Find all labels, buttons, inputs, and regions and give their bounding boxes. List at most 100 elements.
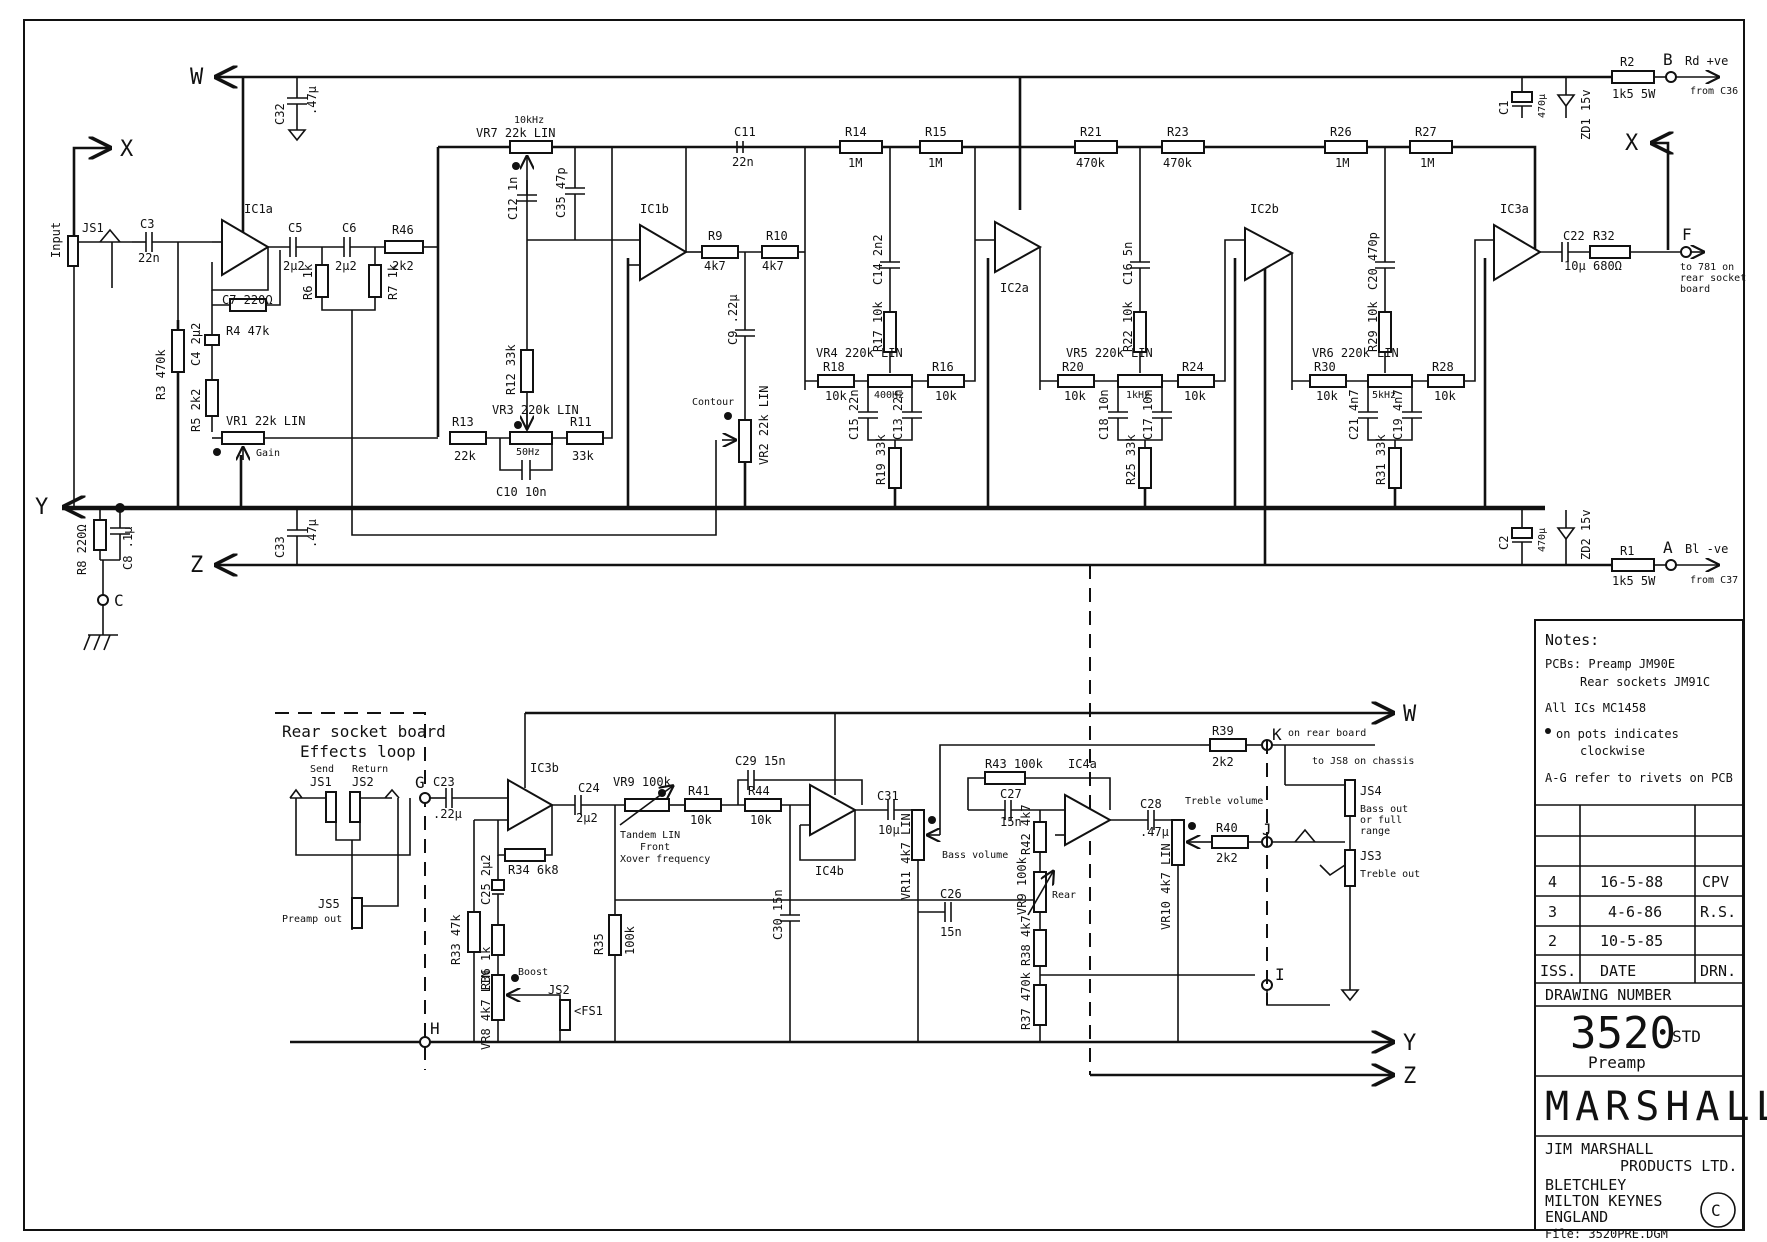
drawing-number: 3520: [1570, 1008, 1676, 1059]
band-400hz: R14 1M R15 1M C14 2n2 R17 10k R18 10k VR…: [804, 125, 995, 489]
rev-0-iss: 4: [1548, 873, 1557, 891]
to-rear-label-2: rear socket: [1680, 273, 1746, 284]
tandem-label: Tandem LIN: [620, 830, 680, 841]
r30-value: 10k: [1316, 389, 1338, 403]
rail-w-label: W: [190, 65, 204, 90]
r14-label: R14: [845, 125, 867, 139]
vr3-label: VR3 220k LIN: [492, 403, 579, 417]
notes-pots-2: clockwise: [1580, 744, 1645, 758]
return-label: Return: [352, 764, 388, 775]
junction-dot: [115, 503, 125, 513]
address-line-3: ENGLAND: [1545, 1208, 1608, 1226]
r22-label: R22 10k: [1121, 301, 1135, 352]
r44-value: 10k: [750, 813, 772, 827]
notes-heading: Notes:: [1545, 631, 1599, 649]
bass-out-label: Bass out: [1360, 804, 1408, 815]
rev-0-date: 16-5-88: [1600, 873, 1663, 891]
r10-label: R10: [766, 229, 788, 243]
rail-z-top: Z: [190, 553, 1636, 578]
bl-ve-label: Bl -ve: [1685, 542, 1728, 556]
treble-out-label: Treble out: [1360, 869, 1420, 880]
ground-verticals: [176, 77, 1487, 565]
js5-label: JS5: [318, 897, 340, 911]
c10-label: C10 10n: [496, 485, 547, 499]
r28-value: 10k: [1434, 389, 1456, 403]
c29-label: C29 15n: [735, 754, 786, 768]
rail-w-bottom: W: [525, 702, 1417, 727]
r39-value: 2k2: [1212, 755, 1234, 769]
r15-value: 1M: [928, 156, 942, 170]
c3-value: 22n: [138, 251, 160, 265]
ic4b-label: IC4b: [815, 864, 844, 878]
c18-label: C18 10n: [1097, 389, 1111, 440]
rail-x-label-left: X: [120, 137, 134, 162]
rail-z-label: Z: [190, 553, 203, 578]
ic4a-treble: R43 100k IC4a C27 15n R42 4k7 VR9 100k R…: [967, 757, 1263, 1042]
ic2a-opamp: IC2a: [994, 220, 1043, 295]
r12-label: R12 33k: [504, 344, 518, 395]
c21-label: C21 4n7: [1347, 389, 1361, 440]
vr10-label: VR10 4k7 LIN: [1159, 843, 1173, 930]
rear-socket-board-label: Rear socket board: [282, 722, 446, 741]
rail-z-bottom: Z: [1090, 1064, 1416, 1089]
notes-pots-1: on pots indicates: [1556, 727, 1679, 741]
rev-2-date: 10-5-85: [1600, 932, 1663, 950]
r26-label: R26: [1330, 125, 1352, 139]
from-c37-label: from C37: [1690, 575, 1738, 586]
r44-label: R44: [748, 784, 770, 798]
address-line-1: BLETCHLEY: [1545, 1176, 1626, 1194]
hdr-iss: ISS.: [1540, 962, 1576, 980]
on-rear-board-label: on rear board: [1288, 728, 1366, 739]
r29-label: R29 10k: [1366, 301, 1380, 352]
r24-label: R24: [1182, 360, 1204, 374]
vr9-rear-label: VR9 100k: [1015, 856, 1029, 915]
page-border: [23, 19, 1745, 1231]
r6-label: R6 1k: [301, 263, 315, 300]
r40-value: 2k2: [1216, 851, 1238, 865]
to-rear-label-1: to 781 on: [1680, 262, 1734, 273]
c1-label: C1: [1497, 101, 1511, 115]
r18-label: R18: [823, 360, 845, 374]
r32-label: R32: [1593, 229, 1615, 243]
r11-value: 33k: [572, 449, 594, 463]
r28-label: R28: [1432, 360, 1454, 374]
c9-label: C9 .22μ: [726, 294, 740, 345]
c1-value: 470μ: [1537, 94, 1548, 118]
c24-value: 2μ2: [576, 811, 598, 825]
r10-value: 4k7: [762, 259, 784, 273]
output-stage: C22 10μ R32 680Ω F to 781 on rear socket…: [1540, 225, 1746, 295]
c2-value: 470μ: [1537, 528, 1548, 552]
rail-w-bottom-label: W: [1403, 702, 1417, 727]
send-label: Send: [310, 764, 334, 775]
company-line-2: PRODUCTS LTD.: [1620, 1157, 1737, 1175]
r17-label: R17 10k: [871, 301, 885, 352]
rev-2-iss: 2: [1548, 932, 1557, 950]
r4-label: R4 47k: [226, 324, 270, 338]
drawing-std: STD: [1672, 1027, 1701, 1046]
r32-value: 680Ω: [1593, 259, 1622, 273]
r43-label: R43 100k: [985, 757, 1044, 771]
vr3-pot: R12 33k VR3 220k LIN 50Hz R13 22k R11 33…: [449, 147, 613, 499]
tone-bus: [436, 77, 1537, 437]
c22-value: 10μ: [1564, 259, 1586, 273]
rear-socket-board: Rear socket board Effects loop Send Retu…: [275, 712, 446, 1070]
r34-label: R34 6k8: [508, 863, 559, 877]
range-label: range: [1360, 826, 1390, 837]
vr2-label: VR2 22k LIN: [757, 386, 771, 465]
r33-label: R33 47k: [449, 914, 463, 965]
gain-label: Gain: [256, 448, 280, 459]
r16-label: R16: [932, 360, 954, 374]
r13-value: 22k: [454, 449, 476, 463]
rail-x-label-right: X: [1625, 131, 1639, 156]
rail-y-bottom: Y: [290, 1031, 1416, 1056]
r21-value: 470k: [1076, 156, 1106, 170]
r21-label: R21: [1080, 125, 1102, 139]
c3-label: C3: [140, 217, 154, 231]
rivet-b-label: B: [1663, 50, 1673, 69]
rivet-j-label: J: [1262, 820, 1272, 839]
r14-value: 1M: [848, 156, 862, 170]
c11-label: C11: [734, 125, 756, 139]
band-1khz: R21 470k R23 470k C16 5n R22 10k R20 10k…: [1039, 125, 1245, 489]
ic1a-label: IC1a: [244, 202, 273, 216]
